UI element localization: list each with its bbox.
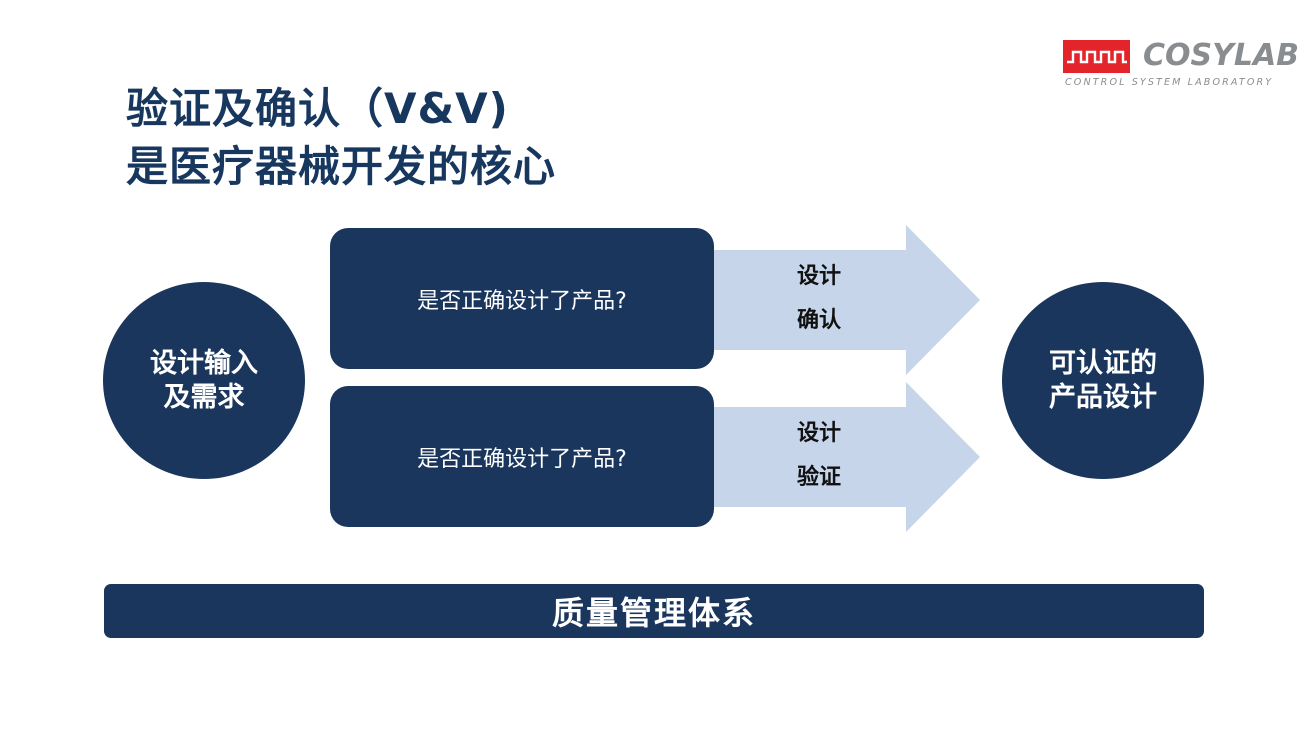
logo-tagline: CONTROL SYSTEM LABORATORY: [1065, 77, 1274, 88]
logo-mark-icon: [1063, 40, 1130, 73]
circle-right-line-2: 产品设计: [1049, 381, 1157, 413]
arrow-bottom-line-1: 设计: [796, 421, 841, 446]
circle-right-line-1: 可认证的: [1049, 347, 1157, 379]
question-box-top-text: 是否正确设计了产品?: [417, 288, 627, 314]
quality-management-text: 质量管理体系: [551, 594, 756, 632]
verification-arrow: 设计 验证: [710, 382, 980, 532]
slide-title: 验证及确认（V&V) 是医疗器械开发的核心: [126, 80, 556, 196]
quality-management-bar: 质量管理体系: [104, 584, 1204, 638]
validation-arrow: 设计 确认: [710, 225, 980, 375]
design-input-circle: 设计输入 及需求: [103, 282, 305, 479]
logo-wordmark: COSYLAB: [1143, 38, 1300, 73]
title-line-2: 是医疗器械开发的核心: [126, 142, 557, 191]
circle-left-line-1: 设计输入: [150, 347, 258, 379]
arrow-bottom-line-2: 验证: [796, 465, 841, 490]
arrow-top-line-1: 设计: [796, 264, 841, 289]
cosylab-logo: COSYLAB CONTROL SYSTEM LABORATORY: [1063, 38, 1299, 92]
validation-arrow-label: 设计 确认: [772, 255, 866, 343]
verification-arrow-label: 设计 验证: [772, 412, 866, 500]
circle-left-line-2: 及需求: [163, 381, 245, 413]
certifiable-design-circle: 可认证的 产品设计: [1002, 282, 1204, 479]
question-box-top: 是否正确设计了产品?: [330, 228, 714, 369]
question-box-bottom-text: 是否正确设计了产品?: [417, 446, 627, 472]
question-box-bottom: 是否正确设计了产品?: [330, 386, 714, 527]
arrow-top-line-2: 确认: [796, 308, 841, 333]
title-line-1: 验证及确认（V&V): [126, 84, 509, 133]
